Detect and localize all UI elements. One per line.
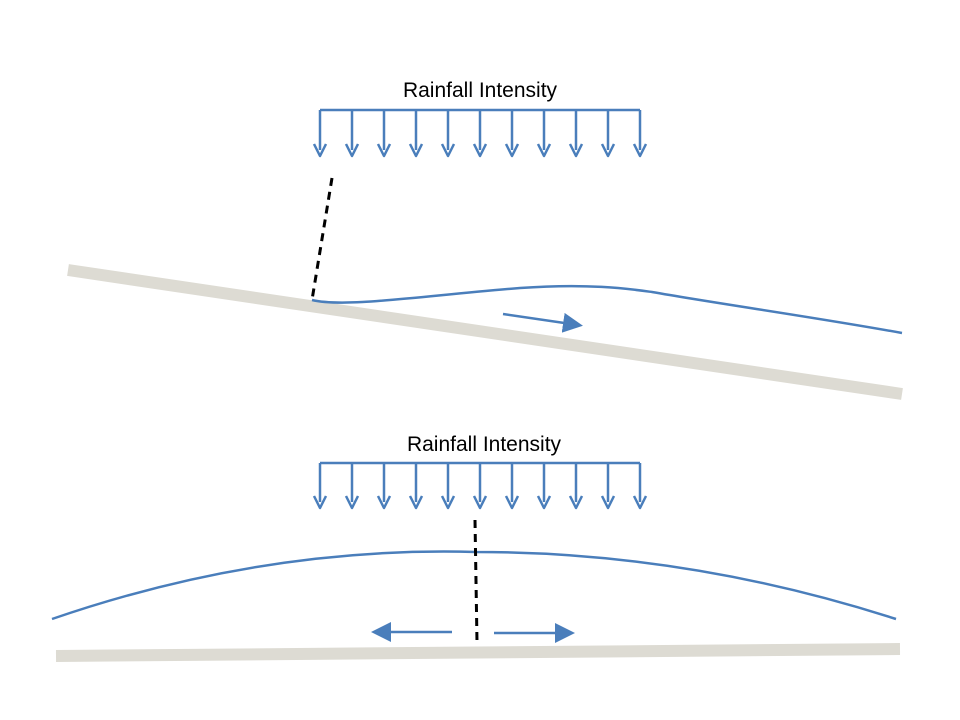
top-rain-arrowhead-6 <box>472 143 488 158</box>
top-flow-direction-arrow <box>502 312 583 333</box>
sloped-panel: Rainfall Intensity <box>67 79 903 400</box>
bottom-rain-arrowhead-10 <box>600 495 616 510</box>
bottom-rainfall-arrows <box>312 461 648 510</box>
top-rain-arrowhead-1 <box>312 143 328 158</box>
bottom-rainfall-label: Rainfall Intensity <box>407 433 562 456</box>
top-rain-arrowhead-5 <box>440 143 456 158</box>
top-rain-arrowhead-2 <box>344 143 360 158</box>
bottom-rain-arrowhead-11 <box>632 495 648 510</box>
top-rain-arrowhead-3 <box>376 143 392 158</box>
flat-panel: Rainfall Intensity <box>51 433 901 662</box>
top-rain-arrowhead-9 <box>568 143 584 158</box>
bottom-rain-arrowhead-4 <box>408 495 424 510</box>
bottom-rain-arrowhead-8 <box>536 495 552 510</box>
top-flow-divide <box>310 177 334 301</box>
bottom-rain-arrowhead-9 <box>568 495 584 510</box>
top-rain-arrowhead-8 <box>536 143 552 158</box>
bottom-rain-arrowhead-1 <box>312 495 328 510</box>
bottom-rain-arrowhead-7 <box>504 495 520 510</box>
top-rain-arrowhead-4 <box>408 143 424 158</box>
top-water-surface <box>311 284 903 335</box>
top-ground-surface <box>67 264 903 400</box>
top-rain-arrowhead-10 <box>600 143 616 158</box>
bottom-flow-divide <box>473 519 479 643</box>
bottom-rain-arrowhead-3 <box>376 495 392 510</box>
top-rain-arrowhead-11 <box>632 143 648 158</box>
bottom-water-surface <box>51 550 897 621</box>
bottom-rain-arrowhead-5 <box>440 495 456 510</box>
bottom-rain-arrowhead-2 <box>344 495 360 510</box>
bottom-rain-arrowhead-6 <box>472 495 488 510</box>
bottom-ground-surface <box>55 643 901 662</box>
top-rainfall-arrows <box>312 108 648 158</box>
top-rain-arrowhead-7 <box>504 143 520 158</box>
top-rainfall-label: Rainfall Intensity <box>403 79 558 102</box>
